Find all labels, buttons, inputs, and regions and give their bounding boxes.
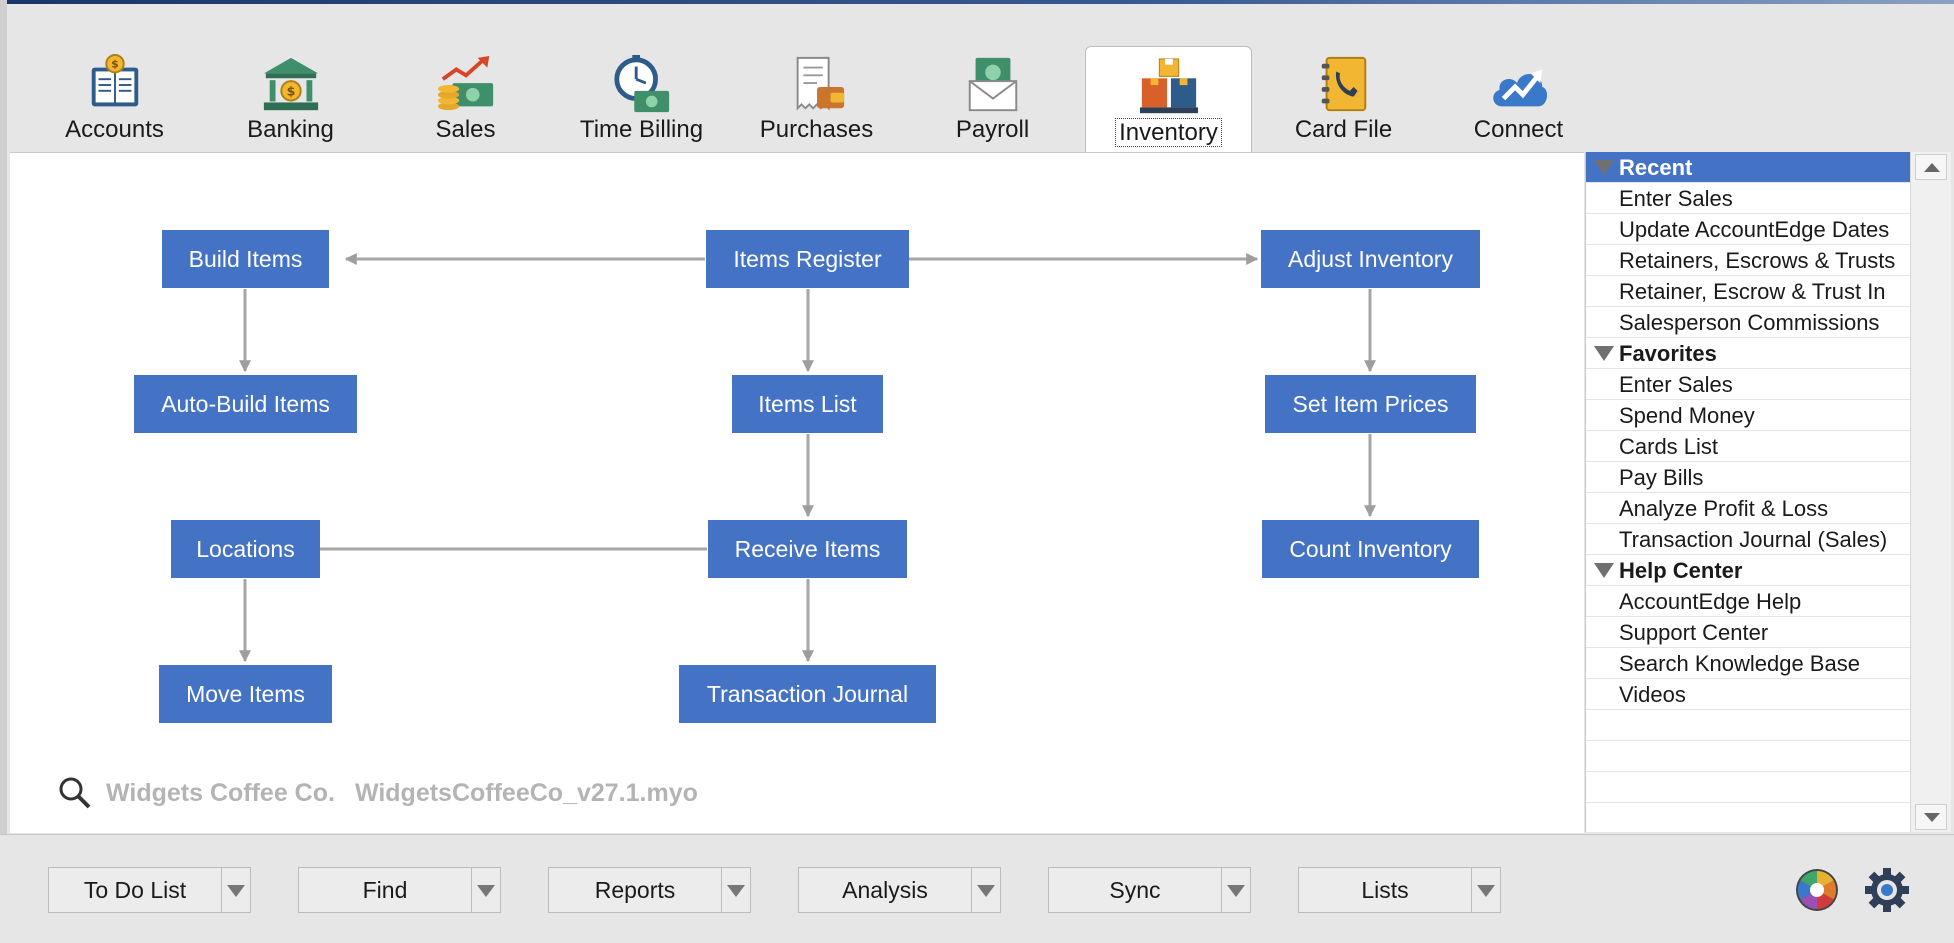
bottom-toolbar: To Do List Find Reports Analysis Sync Li… [0,834,1954,943]
items-register-button[interactable]: Items Register [706,230,909,288]
list-item[interactable]: Retainers, Escrows & Trusts [1586,245,1910,276]
company-info: Widgets Coffee Co. WidgetsCoffeeCo_v27.1… [58,773,698,813]
chevron-down-icon[interactable] [722,867,751,913]
module-label: Time Billing [579,116,704,143]
reports-control: Reports [548,867,751,913]
module-card-file[interactable]: Card File [1261,44,1426,152]
list-item[interactable]: Transaction Journal (Sales) [1586,524,1910,555]
module-tabs: $ Accounts $ Banking Sales [10,44,1590,155]
receive-items-button[interactable]: Receive Items [708,520,907,578]
module-banking[interactable]: $ Banking [208,44,373,152]
analysis-control: Analysis [798,867,1001,913]
favorites-header[interactable]: Favorites [1586,338,1910,369]
list-item[interactable]: Support Center [1586,617,1910,648]
svg-text:$: $ [286,84,295,99]
module-label: Accounts [65,116,164,143]
list-item[interactable]: AccountEdge Help [1586,586,1910,617]
bank-icon: $ [263,57,318,111]
find-button[interactable]: Find [298,867,472,913]
sync-button[interactable]: Sync [1048,867,1222,913]
list-item[interactable]: Spend Money [1586,400,1910,431]
adjust-inventory-button[interactable]: Adjust Inventory [1261,230,1480,288]
module-label: Payroll [955,116,1030,143]
module-time-billing[interactable]: Time Billing [559,44,724,152]
address-book-icon [1321,56,1366,112]
list-item[interactable]: Cards List [1586,431,1910,462]
list-item[interactable]: Enter Sales [1586,369,1910,400]
stopwatch-money-icon [613,54,669,113]
items-list-button[interactable]: Items List [732,375,883,433]
search-icon[interactable] [58,776,92,810]
locations-button[interactable]: Locations [171,520,320,578]
recent-header[interactable]: Recent [1586,152,1910,183]
build-items-button[interactable]: Build Items [162,230,329,288]
move-items-button[interactable]: Move Items [159,665,332,723]
flow-connectors [239,253,1376,663]
list-item[interactable]: Enter Sales [1586,183,1910,214]
receipt-wallet-icon [796,56,844,111]
lists-control: Lists [1298,867,1501,913]
module-purchases[interactable]: Purchases [734,44,899,152]
chevron-down-icon[interactable] [1222,867,1251,913]
chevron-down-icon[interactable] [972,867,1001,913]
chevron-down-icon[interactable] [222,867,251,913]
collapse-triangle-icon[interactable] [1594,346,1614,361]
svg-text:$: $ [111,58,118,71]
sync-control: Sync [1048,867,1251,913]
cloud-connect-icon [1492,69,1547,107]
module-label: Card File [1294,116,1393,143]
lists-button[interactable]: Lists [1298,867,1472,913]
list-item[interactable]: Salesperson Commissions [1586,307,1910,338]
module-inventory[interactable]: Inventory [1085,46,1252,155]
chevron-down-icon[interactable] [1472,867,1501,913]
empty-row [1586,741,1910,772]
module-accounts[interactable]: $ Accounts [32,44,197,152]
collapse-triangle-icon[interactable] [1594,160,1614,175]
reports-button[interactable]: Reports [548,867,722,913]
set-item-prices-button[interactable]: Set Item Prices [1265,375,1476,433]
gear-icon[interactable] [1864,867,1910,913]
list-item[interactable]: Search Knowledge Base [1586,648,1910,679]
window-top-border [0,0,1954,4]
list-item[interactable]: Update AccountEdge Dates [1586,214,1910,245]
list-scrollbar[interactable] [1910,152,1951,832]
transaction-journal-button[interactable]: Transaction Journal [679,665,936,723]
list-item[interactable]: Pay Bills [1586,462,1910,493]
inventory-command-center: Build Items Items Register Adjust Invent… [10,152,1584,833]
find-control: Find [298,867,501,913]
list-item[interactable]: Videos [1586,679,1910,710]
module-sales[interactable]: Sales [383,44,548,152]
todo-list-button[interactable]: To Do List [48,867,222,913]
list-item[interactable]: Retainer, Escrow & Trust In [1586,276,1910,307]
scroll-down-button[interactable] [1915,804,1947,830]
count-inventory-button[interactable]: Count Inventory [1262,520,1479,578]
empty-row [1586,710,1910,741]
company-file: WidgetsCoffeeCo_v27.1.myo [354,778,698,807]
cash-envelope-icon [968,57,1017,112]
module-label: Purchases [759,116,874,143]
money-growth-icon [437,55,493,111]
scroll-up-button[interactable] [1915,154,1947,180]
empty-row [1586,772,1910,803]
ledger-icon: $ [91,54,138,107]
todo-list-control: To Do List [48,867,251,913]
collapse-triangle-icon[interactable] [1594,563,1614,578]
module-label: Inventory [1086,118,1251,147]
module-label: Banking [247,116,334,143]
chevron-down-icon[interactable] [472,867,501,913]
list-item[interactable]: Analyze Profit & Loss [1586,493,1910,524]
boxes-icon [1139,58,1198,114]
shortcut-list: Recent Enter Sales Update AccountEdge Da… [1585,152,1910,832]
company-name: Widgets Coffee Co. [106,778,335,807]
module-label: Sales [435,116,496,143]
module-label: Connect [1473,116,1564,143]
auto-build-items-button[interactable]: Auto-Build Items [134,375,357,433]
help-center-header[interactable]: Help Center [1586,555,1910,586]
module-payroll[interactable]: Payroll [910,44,1075,152]
window-left-border [0,0,7,942]
analysis-button[interactable]: Analysis [798,867,972,913]
color-wheel-icon[interactable] [1794,867,1840,913]
module-connect[interactable]: Connect [1436,44,1601,152]
